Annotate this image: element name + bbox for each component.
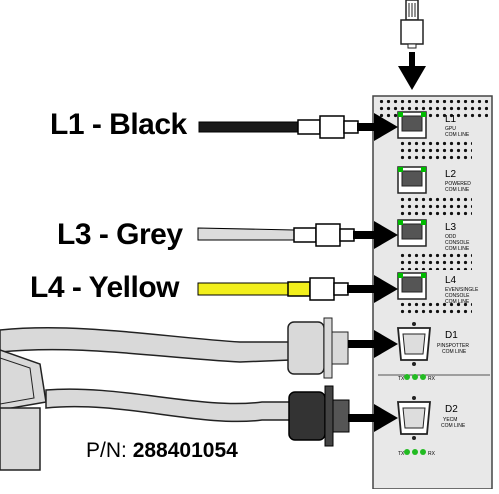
arrow-l4-icon bbox=[347, 275, 398, 303]
d1-db9-cable bbox=[0, 317, 349, 379]
port-l4-line1: EVEN/SINGLE bbox=[445, 287, 479, 293]
port-d1-db9 bbox=[397, 322, 431, 366]
port-l3-line3: COM LINE bbox=[445, 246, 470, 252]
l3-grey-cable bbox=[197, 223, 355, 247]
port-d1-code: D1 bbox=[445, 330, 458, 341]
port-l2-jack bbox=[397, 166, 427, 194]
port-d2-line2: COM LINE bbox=[441, 423, 466, 429]
port-l1-line1: GPU bbox=[445, 126, 456, 132]
d2-db9-cable bbox=[0, 385, 350, 471]
cable-l4-label: L4 - Yellow bbox=[30, 271, 180, 304]
port-d2-db9 bbox=[397, 396, 431, 440]
part-number: P/N: 288401054 bbox=[86, 439, 238, 463]
arrow-l3-icon bbox=[353, 221, 398, 249]
port-d1-line2: COM LINE bbox=[442, 349, 467, 355]
port-l3-code: L3 bbox=[445, 222, 457, 233]
cable-l1-label: L1 - Black bbox=[50, 108, 187, 141]
port-l4-line3: COM LINE bbox=[445, 299, 470, 305]
port-l2-line1: POWERED bbox=[445, 181, 471, 187]
d2-status-leds bbox=[404, 449, 426, 455]
d2-tx-label: TX bbox=[398, 451, 405, 457]
d2-rx-label: RX bbox=[428, 451, 436, 457]
port-l4-jack bbox=[397, 272, 427, 300]
power-box bbox=[0, 349, 47, 411]
l4-yellow-cable bbox=[197, 277, 349, 301]
d1-tx-label: TX bbox=[398, 376, 405, 382]
d1-rx-label: RX bbox=[428, 376, 436, 382]
port-l1-line2: COM LINE bbox=[445, 132, 470, 138]
port-l3-line2: CONSOLE bbox=[445, 240, 470, 246]
port-l2-line2: COM LINE bbox=[445, 187, 470, 193]
port-l3-jack bbox=[397, 219, 427, 247]
port-d1-line1: PINSPOTTER bbox=[437, 343, 469, 349]
port-l3-line1: ODD bbox=[445, 234, 457, 240]
arrow-l1-icon bbox=[357, 113, 398, 141]
l1-black-cable bbox=[198, 115, 359, 139]
port-l4-code: L4 bbox=[445, 275, 457, 286]
port-l1-code: L1 bbox=[445, 114, 457, 125]
part-number-prefix: P/N: bbox=[86, 439, 127, 462]
arrow-d1-icon bbox=[348, 330, 398, 358]
port-l1-jack bbox=[397, 111, 427, 139]
equipment-panel bbox=[372, 95, 493, 490]
port-l4-line2: CONSOLE bbox=[445, 293, 470, 299]
port-d2-code: D2 bbox=[445, 404, 458, 415]
down-arrow-icon bbox=[398, 52, 426, 90]
arrow-d2-icon bbox=[348, 404, 398, 432]
top-rj45-plug bbox=[400, 0, 424, 49]
port-l2-code: L2 bbox=[445, 169, 457, 180]
port-d2-line1: YECM bbox=[443, 417, 457, 423]
cable-l3-label: L3 - Grey bbox=[57, 218, 183, 251]
part-number-value: 288401054 bbox=[132, 439, 238, 462]
d1-status-leds bbox=[404, 374, 426, 380]
